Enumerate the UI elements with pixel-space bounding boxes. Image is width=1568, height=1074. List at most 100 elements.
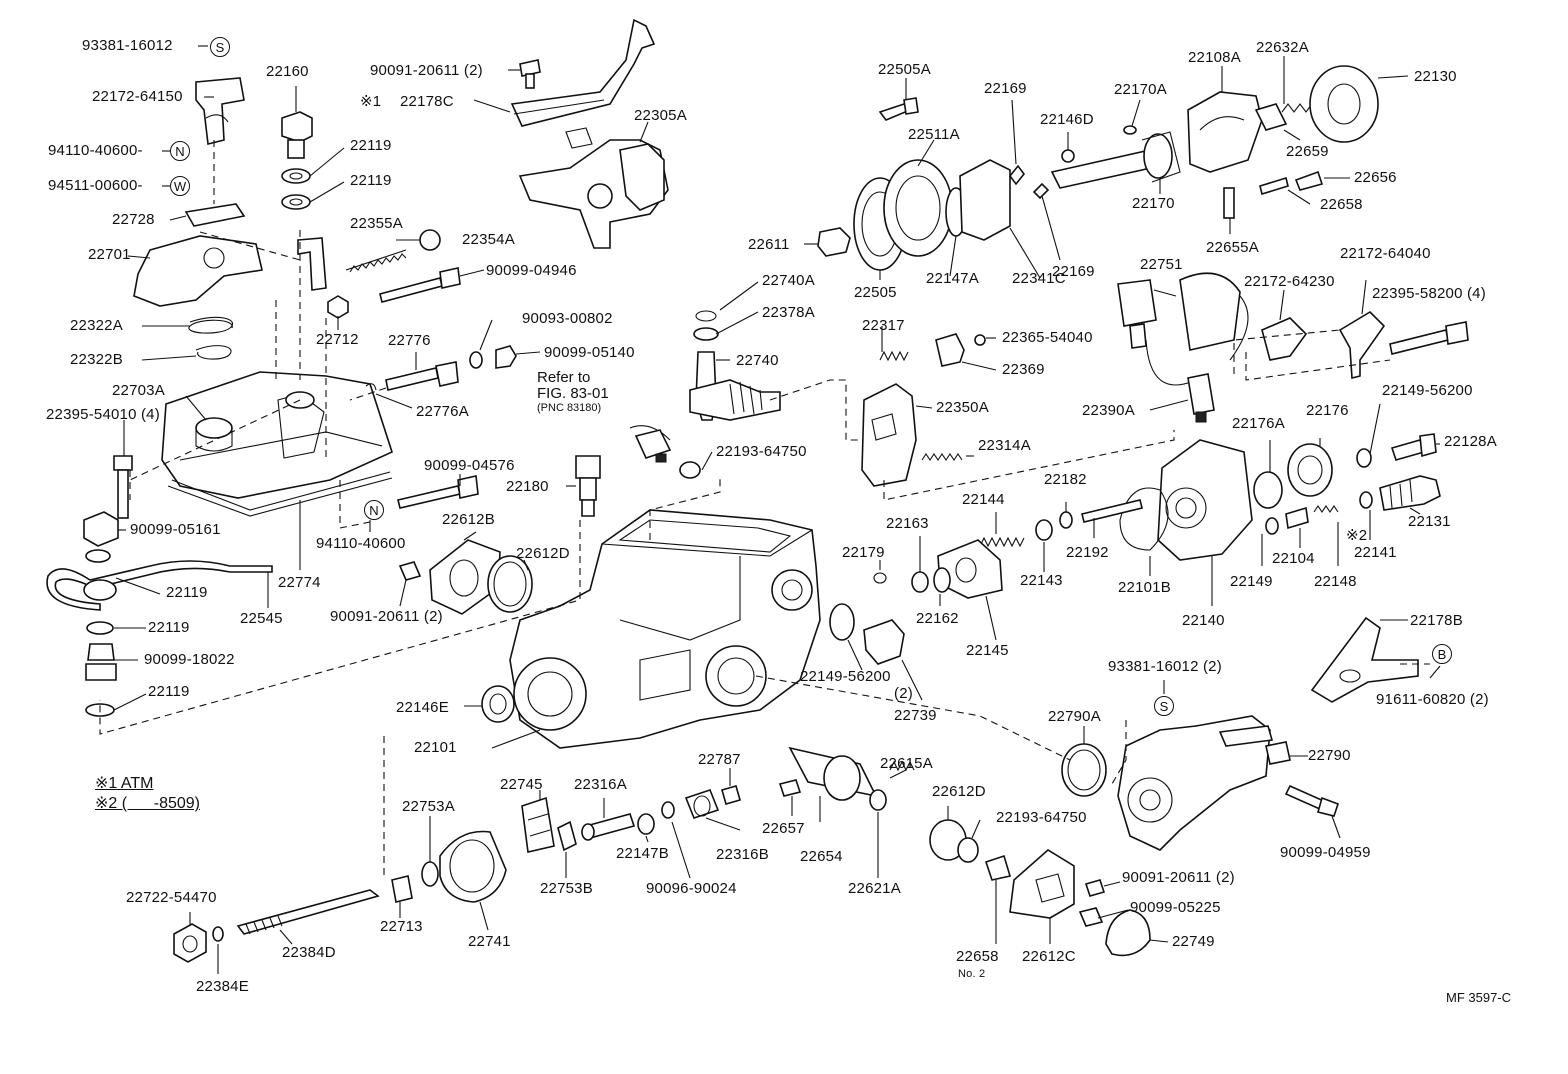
callout-22751: 22751: [1140, 256, 1183, 273]
circled-b-symbol: B: [1432, 644, 1452, 664]
nut-90099-05161: [83, 511, 119, 547]
nut-90099-05225: [1078, 907, 1104, 927]
callout-22384E: 22384E: [196, 978, 249, 995]
callout-22390A: 22390A: [1082, 402, 1135, 419]
bolt-90091: [519, 59, 541, 77]
spring-22317: [879, 350, 909, 362]
ring-22621A: [869, 789, 887, 811]
bolt-22395-54010: [113, 455, 133, 471]
callout-22101: 22101: [414, 739, 457, 756]
washer-90096: [661, 801, 675, 819]
plug-22160: [281, 111, 313, 143]
pin-22657: [778, 779, 802, 797]
nut-90099-05140: [495, 345, 517, 369]
callout-22170A: 22170A: [1114, 81, 1167, 98]
spring-22314A: [921, 453, 963, 461]
callout-93381-16012: 93381-16012: [82, 37, 173, 54]
o-ring-22612D: [487, 555, 533, 613]
callout-90099-18022: 90099-18022: [144, 651, 235, 668]
pin-22655A: [1223, 187, 1235, 219]
callout-22384D: 22384D: [282, 944, 336, 961]
oil-seal-22146E: [481, 685, 515, 723]
callout-90091-20611-top: 90091-20611 (2): [370, 62, 483, 79]
callout-22395-54010: 22395-54010 (4): [46, 406, 160, 423]
nut-22712: [327, 295, 349, 319]
callout-22140: 22140: [1182, 612, 1225, 629]
reference-note-line1: Refer to: [537, 369, 591, 386]
callout-22505: 22505: [854, 284, 897, 301]
callout-22776: 22776: [388, 332, 431, 349]
ring-22101B: [1119, 487, 1169, 551]
callout-22365-54040: 22365-54040: [1002, 329, 1093, 346]
callout-22147B: 22147B: [616, 845, 669, 862]
pin-22658: [1259, 176, 1289, 196]
governor-cover: [161, 371, 393, 499]
cold-start-22790: [1117, 715, 1271, 851]
washer-22119c: [85, 549, 111, 563]
plate-22659: [1254, 103, 1288, 131]
circled-s-symbol: S: [210, 37, 230, 57]
callout-93381-16012-b: 93381-16012 (2): [1108, 658, 1222, 675]
callout-22176: 22176: [1306, 402, 1349, 419]
callout-22119-c: 22119: [166, 584, 208, 601]
lever-22350A: [861, 383, 917, 487]
callout-22341C: 22341C: [1012, 270, 1066, 287]
valve-22131: [1379, 475, 1441, 511]
head-22140: [1157, 439, 1253, 561]
callout-22104: 22104: [1272, 550, 1315, 567]
washer-22384E: [212, 926, 224, 942]
callout-22615A: 22615A: [880, 755, 933, 772]
key-22169b: [1032, 182, 1050, 200]
washer-90093: [469, 351, 483, 369]
pulley-22130: [1309, 65, 1379, 143]
callout-22141: 22141: [1354, 544, 1397, 561]
callout-22395-58200: 22395-58200 (4): [1372, 285, 1486, 302]
weight-holder-22341C: [959, 159, 1011, 241]
callout-22145: 22145: [966, 642, 1009, 659]
callout-22169-b: 22169: [1052, 263, 1095, 280]
callout-22131: 22131: [1408, 513, 1451, 530]
callout-90099-04959: 90099-04959: [1280, 844, 1371, 861]
callout-90091-20611-bot: 90091-20611 (2): [1122, 869, 1235, 886]
callout-22192: 22192: [1066, 544, 1109, 561]
fitting-22176: [1287, 443, 1333, 497]
callout-94511-00600: 94511-00600-: [48, 177, 143, 194]
bolt-22787: [721, 785, 741, 805]
callout-22162: 22162: [916, 610, 959, 627]
screw-22104: [1285, 506, 1309, 530]
callout-22655A: 22655A: [1206, 239, 1259, 256]
washer-22119d: [86, 621, 114, 635]
callout-22305A: 22305A: [634, 107, 687, 124]
callout-22728: 22728: [112, 211, 155, 228]
drawing-layer: [46, 18, 1469, 974]
callout-22147A: 22147A: [926, 270, 979, 287]
bracket-22178B: [1310, 616, 1419, 703]
pipe-ref: [629, 425, 671, 441]
screw-22656: [1294, 170, 1324, 191]
callout-22193-64750-b: 22193-64750: [996, 809, 1087, 826]
spring-22148: [1313, 505, 1339, 513]
callout-22745: 22745: [500, 776, 543, 793]
bracket-22172-64150: [195, 77, 245, 145]
callout-90099-04946: 90099-04946: [486, 262, 577, 279]
cap-22369: [935, 333, 965, 367]
callout-22378A: 22378A: [762, 304, 815, 321]
clamp-22172-64040: [1338, 310, 1386, 380]
washer-22141: [1359, 491, 1373, 509]
callout-22612B: 22612B: [442, 511, 495, 528]
legend-note-2: ※2 ( -8509): [95, 795, 200, 812]
callout-22176A: 22176A: [1232, 415, 1285, 432]
o-ring-22149-56200b: [829, 603, 855, 641]
reference-note: Refer to FIG. 83-01 (PNC 83180): [537, 370, 609, 415]
callout-22148: 22148: [1314, 573, 1357, 590]
callout-22658: 22658: [1320, 196, 1363, 213]
callout-22612C: 22612C: [1022, 948, 1076, 965]
plate-22713: [391, 875, 413, 903]
callout-22505A: 22505A: [878, 61, 931, 78]
callout-22317: 22317: [862, 317, 905, 334]
callout-22193-64750-a: 22193-64750: [716, 443, 807, 460]
callout-22172-64040: 22172-64040: [1340, 245, 1431, 262]
callout-90093-00802: 90093-00802: [522, 310, 613, 327]
callout-22314A: 22314A: [978, 437, 1031, 454]
